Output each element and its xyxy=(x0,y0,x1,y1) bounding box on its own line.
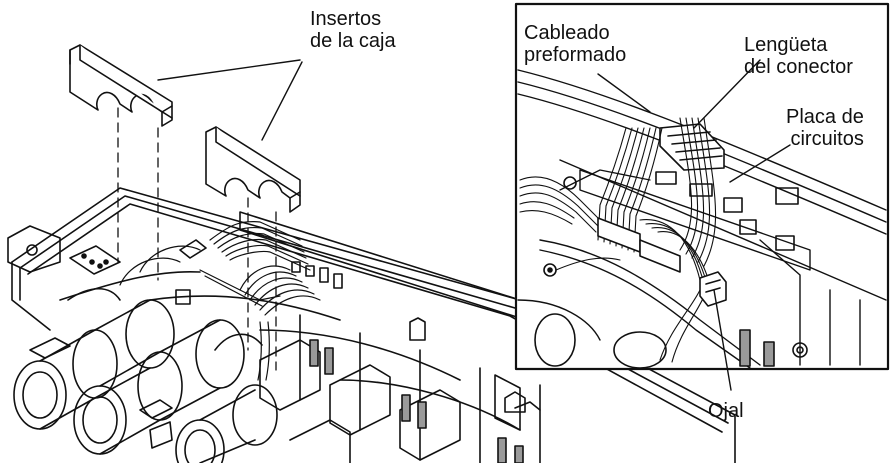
box-insert-left xyxy=(69,44,173,127)
pipe-fittings xyxy=(13,288,461,463)
label-box-inserts-line1: Insertos xyxy=(310,8,382,30)
main-wiring-harness xyxy=(119,220,321,381)
main-connectors xyxy=(69,239,343,305)
label-connector-tab-line1: Lengüeta xyxy=(744,34,828,56)
inserts-leader-lines xyxy=(157,59,303,141)
label-connector-tab-line2: del conector xyxy=(744,56,853,78)
label-box-inserts-line2: de la caja xyxy=(310,30,396,52)
label-circuit-board-line2: circuitos xyxy=(790,128,864,150)
insert-guide-lines xyxy=(117,107,277,371)
label-grommet: Ojal xyxy=(708,400,744,422)
label-circuit-board-line1: Placa de xyxy=(786,106,864,128)
label-preformed-wiring-line1: Cableado xyxy=(524,22,610,44)
label-preformed-wiring-line2: preformado xyxy=(524,44,627,66)
label-preformed-wiring: Cableado preformado xyxy=(524,22,626,66)
label-circuit-board: Placa de circuitos xyxy=(786,106,864,150)
label-grommet-line1: Ojal xyxy=(708,400,744,422)
box-insert-right xyxy=(205,126,301,213)
label-connector-tab: Lengüeta del conector xyxy=(744,34,853,78)
label-box-inserts: Insertos de la caja xyxy=(310,8,396,52)
terminal-blocks xyxy=(309,339,524,463)
detail-inset xyxy=(514,2,890,391)
